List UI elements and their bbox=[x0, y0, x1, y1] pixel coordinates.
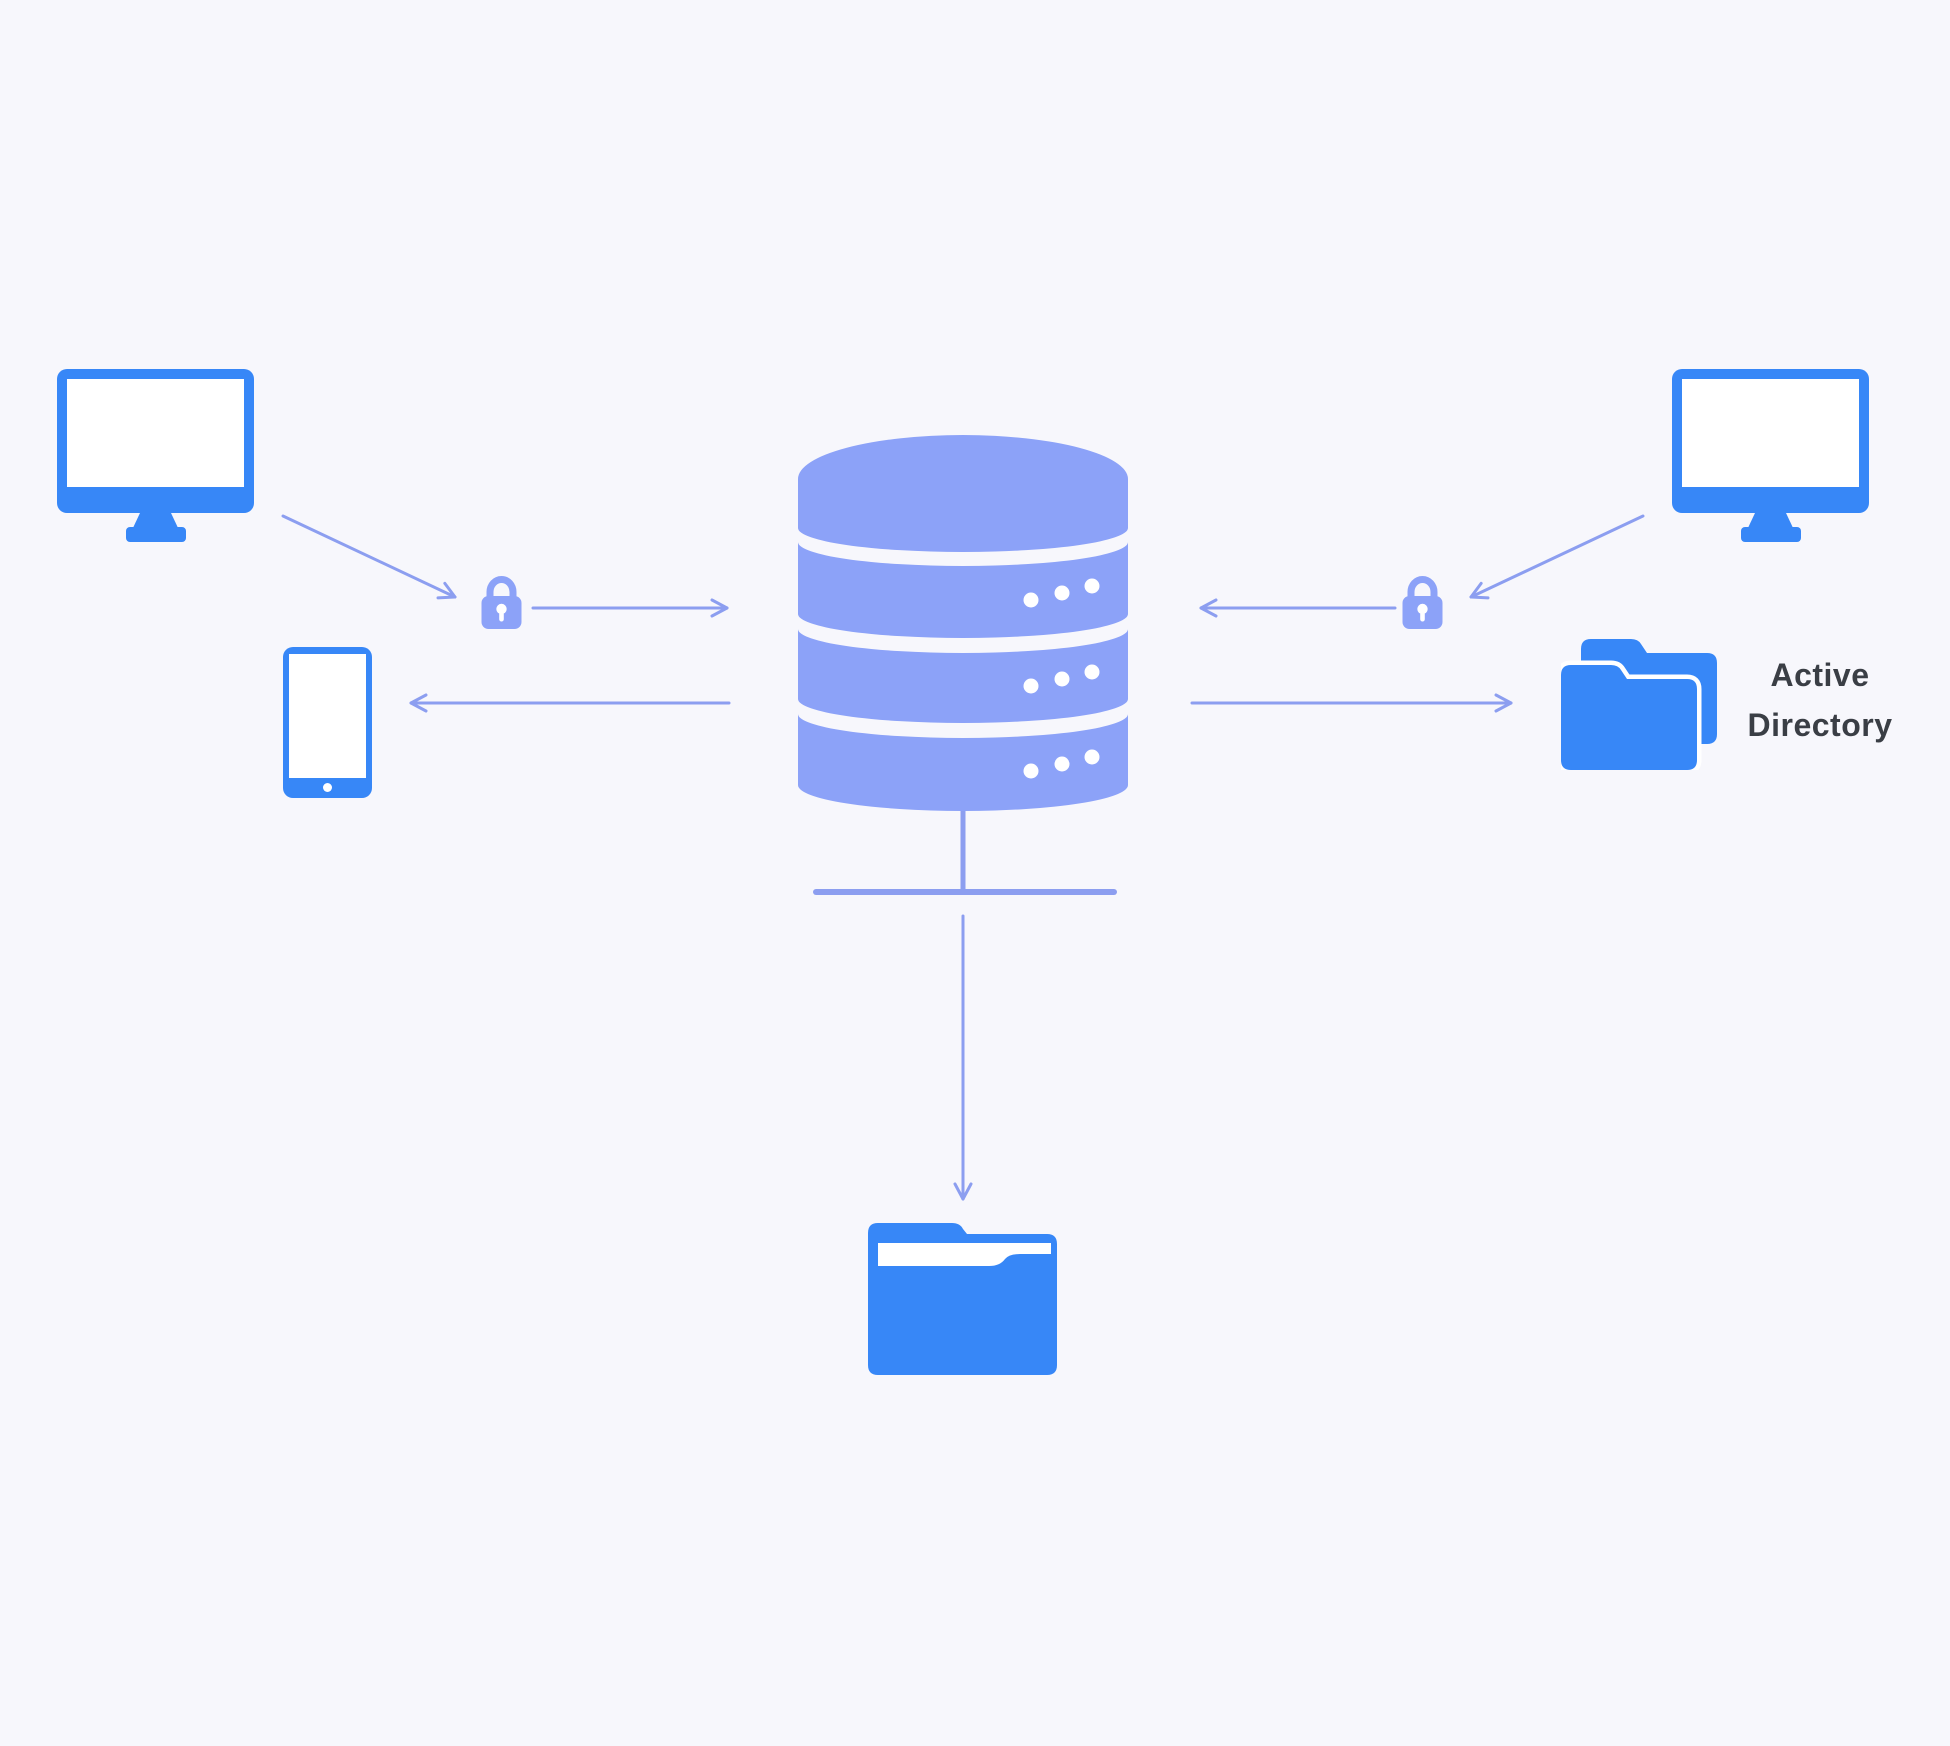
arrow-left-monitor-to-lock bbox=[281, 514, 457, 600]
lock-icon bbox=[481, 576, 522, 629]
desktop-monitor-icon bbox=[57, 369, 254, 542]
database-icon bbox=[798, 435, 1128, 811]
smartphone-icon bbox=[283, 647, 372, 798]
active-directory-label: Active Directory bbox=[1747, 657, 1893, 743]
folder-icon bbox=[868, 1223, 1057, 1375]
arrow-right-monitor-to-lock bbox=[1469, 514, 1645, 600]
lock-icon bbox=[1402, 576, 1443, 629]
folders-icon bbox=[1561, 639, 1717, 770]
desktop-monitor-icon bbox=[1672, 369, 1869, 542]
